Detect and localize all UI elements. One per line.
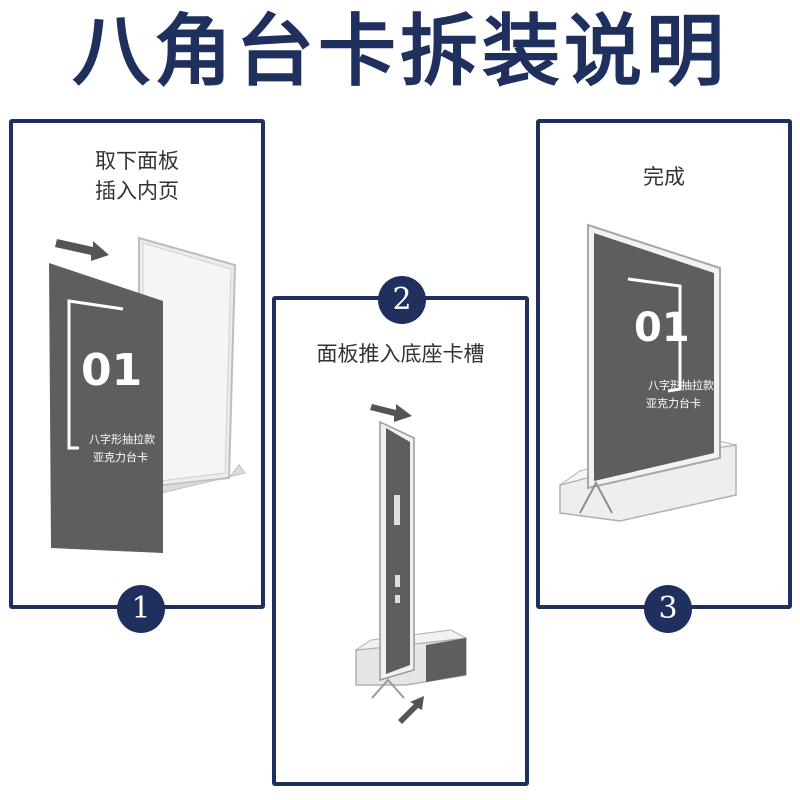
insert-card-line-2: 亚克力台卡 [93,450,148,464]
arrow-right-icon [370,404,412,422]
arrow-right-icon [55,239,109,261]
insert-card-line-1: 八字形抽拉款 [89,432,155,446]
insert-card-number: 01 [634,305,690,351]
insert-card-line-1: 八字形抽拉款 [648,378,714,392]
step-1-illustration: 01 八字形抽拉款 亚克力台卡 [49,236,246,553]
insert-card-line-2: 亚克力台卡 [646,396,701,410]
step-1-caption-line-2: 插入内页 [95,179,179,203]
insert-card: 01 八字形抽拉款 亚克力台卡 [594,233,714,481]
step-2-caption-line-1: 面板推入底座卡槽 [316,342,485,366]
step-3-panel: 完成 01 八字形抽拉款 亚克力台卡 3 [536,119,792,633]
step-3-illustration: 01 八字形抽拉款 亚克力台卡 [559,223,737,522]
insert-card: 01 八字形抽拉款 亚克力台卡 [49,263,163,553]
step-1-panel: 取下面板 插入内页 01 八字形抽拉款 亚克力台卡 1 [9,119,265,633]
step-2-illustration [355,404,468,724]
insert-card-number: 01 [81,345,142,396]
step-3-caption-line-1: 完成 [643,165,685,189]
step-2-badge: 2 [378,276,426,324]
step-1-caption-line-1: 取下面板 [95,149,179,173]
step-2-panel: 面板推入底座卡槽 2 [272,276,529,786]
step-3-badge: 3 [644,585,692,633]
page-title: 八角台卡拆装说明 [71,7,728,97]
panel-side-view [371,420,415,699]
arrow-up-icon [398,696,424,724]
step-1-badge: 1 [117,585,165,633]
